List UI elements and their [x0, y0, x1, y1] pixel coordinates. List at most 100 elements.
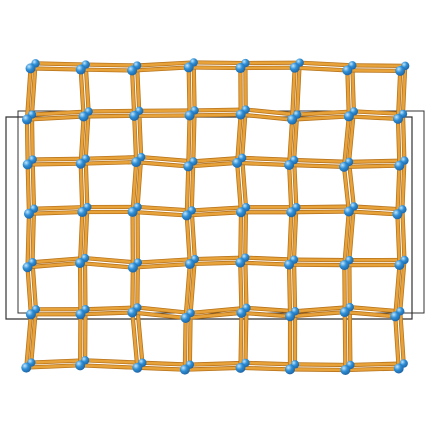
- bond: [26, 261, 82, 269]
- bond: [293, 66, 349, 72]
- bond: [238, 210, 243, 264]
- bond: [235, 113, 242, 165]
- bond: [187, 66, 191, 117]
- bond: [290, 66, 296, 121]
- bond: [183, 316, 187, 371]
- bond: [185, 214, 192, 266]
- bond-back: [32, 205, 89, 211]
- bond-back: [240, 108, 247, 160]
- bond-back: [136, 306, 192, 315]
- bond: [131, 262, 192, 269]
- atom: [284, 159, 295, 170]
- atom: [25, 309, 36, 320]
- atom: [21, 362, 32, 373]
- atom: [127, 65, 138, 76]
- bond-back: [193, 256, 247, 261]
- bond-back: [347, 159, 406, 164]
- atom: [127, 206, 138, 217]
- atom: [342, 65, 353, 76]
- atom: [392, 113, 403, 124]
- bond-back: [352, 110, 405, 116]
- bond: [396, 117, 401, 167]
- atom: [393, 363, 404, 374]
- bond: [26, 163, 31, 216]
- bond: [187, 114, 191, 168]
- atom: [286, 207, 297, 218]
- bond-back: [347, 110, 356, 164]
- atom: [180, 312, 191, 323]
- bond: [342, 165, 351, 213]
- bond-back: [84, 155, 143, 160]
- bond-back: [351, 64, 356, 113]
- bond-back: [83, 359, 144, 365]
- bond-back: [295, 110, 356, 116]
- bond-back: [292, 158, 298, 209]
- bond-back: [293, 363, 352, 367]
- bond: [290, 115, 351, 121]
- bond: [184, 311, 243, 320]
- bond: [82, 114, 136, 118]
- bond-back: [190, 160, 195, 212]
- bond: [396, 69, 402, 121]
- bond: [235, 161, 243, 214]
- bond: [131, 311, 187, 320]
- bond-back: [401, 159, 406, 211]
- atom: [395, 65, 406, 76]
- bond-back: [243, 205, 248, 259]
- bond-back: [245, 306, 297, 313]
- bond: [136, 366, 187, 371]
- atom: [75, 158, 86, 169]
- bond-back: [84, 63, 139, 67]
- bond: [239, 113, 294, 121]
- atom: [394, 160, 405, 171]
- bond-back: [398, 258, 406, 313]
- bond-back: [190, 205, 248, 212]
- bond: [185, 210, 243, 217]
- bond-back: [244, 361, 297, 366]
- bond-back: [292, 205, 298, 261]
- bond: [27, 210, 84, 216]
- bond: [131, 160, 138, 214]
- bond: [24, 364, 82, 369]
- atom: [127, 307, 138, 318]
- bond: [393, 263, 401, 318]
- bond-back: [295, 205, 356, 209]
- atom: [23, 208, 34, 219]
- atom: [287, 114, 298, 125]
- bond-back: [398, 310, 405, 365]
- bond-back: [298, 61, 354, 67]
- bond-back: [189, 306, 248, 315]
- bond-back: [401, 112, 406, 162]
- bond: [396, 164, 401, 216]
- bond-back: [31, 256, 87, 264]
- bond-back: [192, 61, 247, 65]
- bond-back: [31, 158, 36, 211]
- bond-back: [83, 205, 89, 260]
- bond: [188, 113, 242, 117]
- bond-back: [348, 305, 402, 313]
- bond: [343, 310, 397, 318]
- bond-back: [192, 109, 196, 163]
- atom: [75, 64, 86, 75]
- atom: [339, 307, 350, 318]
- atom: [285, 311, 296, 322]
- bond: [130, 66, 190, 72]
- atom: [339, 161, 350, 172]
- bond: [134, 160, 190, 168]
- bond-back: [244, 108, 299, 116]
- atom: [340, 364, 351, 375]
- bond: [347, 210, 399, 216]
- bond-back: [401, 207, 406, 262]
- bond-back: [240, 156, 248, 209]
- bond: [239, 366, 292, 371]
- bond: [24, 313, 33, 369]
- bond: [343, 310, 347, 372]
- bond: [183, 366, 242, 371]
- atom: [179, 364, 190, 375]
- bond: [26, 265, 33, 316]
- bond-back: [30, 110, 90, 116]
- atom: [132, 362, 143, 373]
- bond-back: [83, 256, 140, 264]
- bond-back: [84, 63, 90, 113]
- bond: [342, 164, 401, 169]
